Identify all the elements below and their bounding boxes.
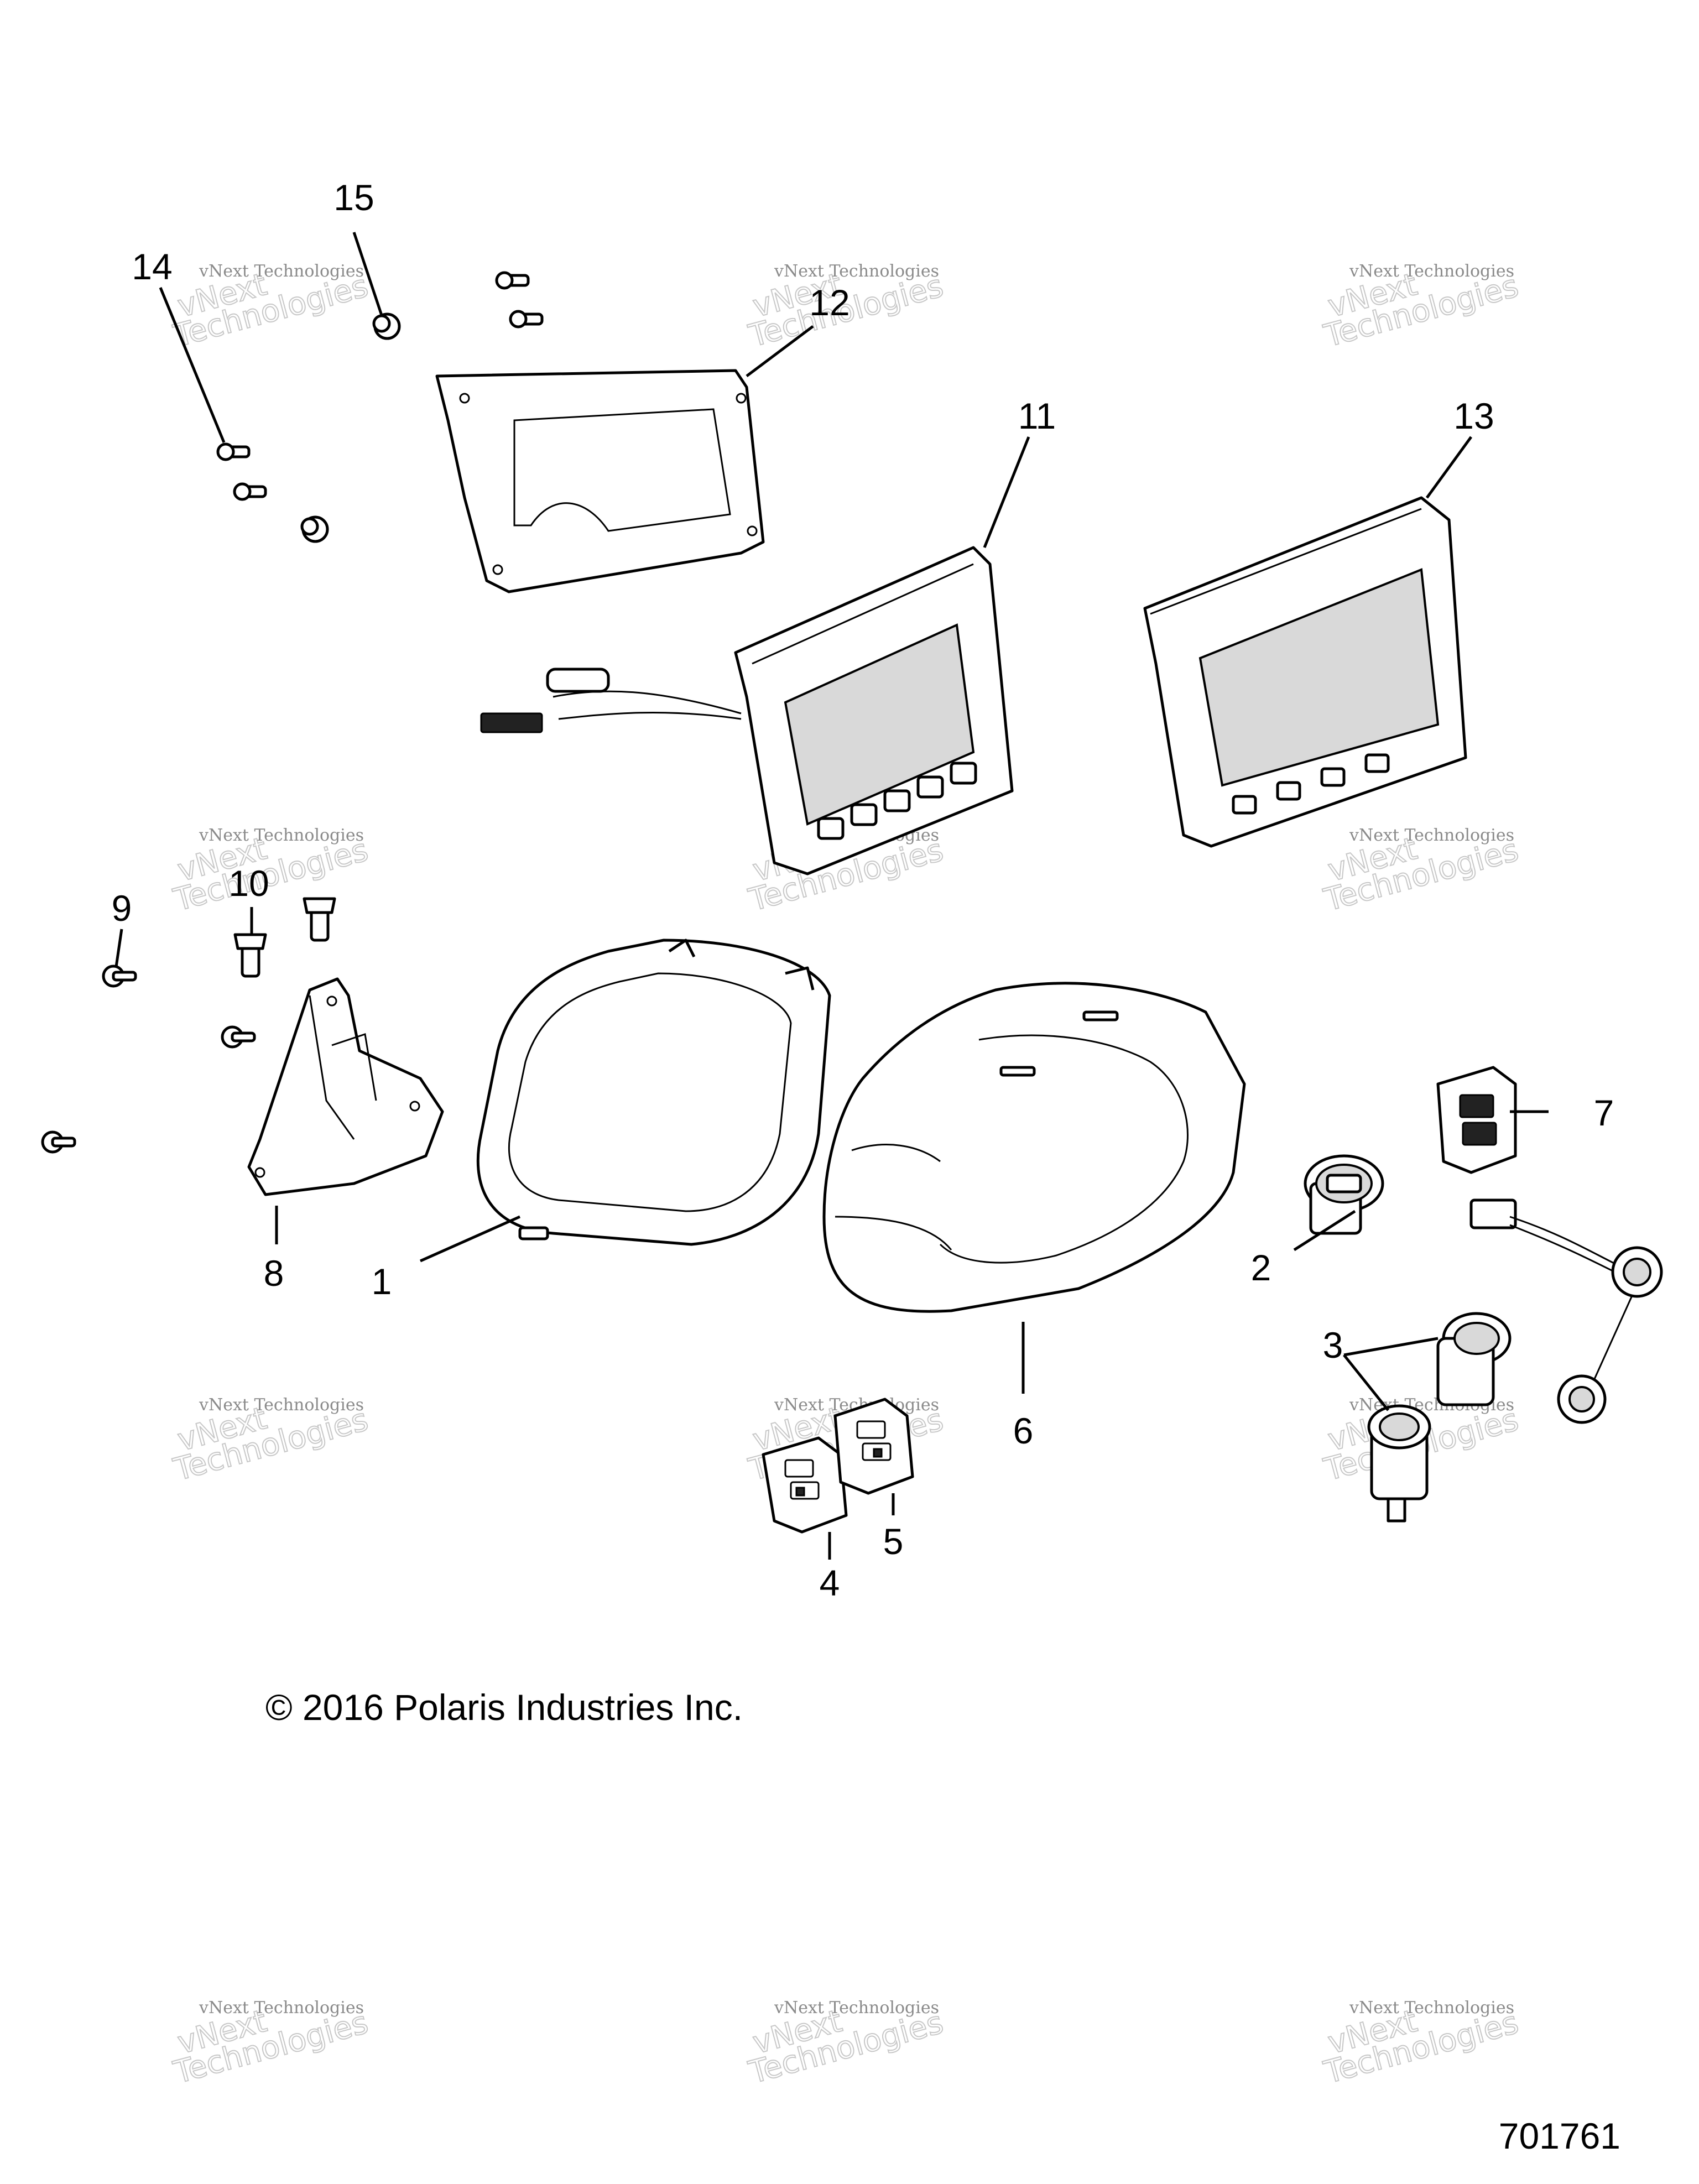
screw-9 [102, 965, 137, 988]
svg-text:Technologies: Technologies [1320, 268, 1522, 355]
callout-8: 8 [264, 1253, 284, 1294]
svg-text:vNext Technologies: vNext Technologies [1349, 826, 1514, 845]
svg-text:vNext Technologies: vNext Technologies [199, 262, 364, 281]
hood-6 [822, 982, 1246, 1313]
bolt-10b [303, 897, 336, 942]
callout-10: 10 [228, 863, 269, 904]
switch-4 [762, 1436, 848, 1534]
svg-text:Technologies: Technologies [170, 832, 372, 919]
callout-4: 4 [820, 1562, 840, 1603]
bolt-12b [509, 310, 544, 329]
bracket-8 [247, 977, 444, 1196]
document-number: 701761 [1499, 2115, 1620, 2156]
callout-9: 9 [112, 888, 132, 929]
display-11-harness [480, 668, 742, 733]
usb-cable-assembly [1469, 1198, 1663, 1424]
svg-text:Technologies: Technologies [745, 2005, 947, 2091]
svg-text:vNext Technologies: vNext Technologies [199, 1998, 364, 2018]
svg-text:Technologies: Technologies [1320, 832, 1522, 919]
switch-7 [1436, 1066, 1517, 1174]
bolt-12a [495, 271, 530, 290]
callout-14: 14 [132, 246, 172, 287]
watermark: vNext Technologies vNext Technologies [169, 262, 372, 355]
leader-11 [983, 436, 1030, 548]
callout-15: 15 [333, 177, 374, 218]
watermark: vNext Technologies vNext Technologies [1320, 1998, 1523, 2092]
watermark: vNext Technologies vNext Technologies [1320, 826, 1523, 919]
leader-3 [1343, 1337, 1439, 1411]
display-11 [480, 546, 1014, 875]
callout-2: 2 [1251, 1247, 1271, 1288]
svg-text:Technologies: Technologies [1320, 2005, 1522, 2091]
callout-7: 7 [1594, 1092, 1614, 1133]
callout-3: 3 [1323, 1325, 1343, 1365]
leader-15 [352, 232, 383, 316]
bolt-14a [216, 442, 251, 461]
nut-15b [300, 515, 329, 543]
leader-lines [114, 232, 1549, 1560]
callout-6: 6 [1013, 1410, 1034, 1451]
callouts: 1 2 3 4 5 6 7 8 9 10 11 12 13 14 15 [112, 177, 1614, 1603]
screw-10d [41, 1130, 76, 1154]
switch-5 [833, 1398, 914, 1495]
nut-15a [372, 312, 401, 340]
leader-1 [419, 1215, 521, 1263]
watermark: vNext Technologies vNext Technologies [169, 826, 372, 919]
leader-13 [1425, 436, 1473, 499]
leader-12 [746, 325, 814, 377]
svg-text:vNext Technologies: vNext Technologies [1349, 1998, 1514, 2018]
leader-14 [159, 287, 226, 443]
callout-13: 13 [1453, 395, 1494, 436]
copyright-notice: © 2016 Polaris Industries Inc. [265, 1687, 743, 1728]
watermark: vNext Technologies vNext Technologies [1320, 262, 1523, 355]
svg-text:vNext Technologies: vNext Technologies [199, 1395, 364, 1415]
ignition-switch-2 [1304, 1154, 1384, 1235]
power-outlet-3 [1367, 1312, 1512, 1523]
bracket-12 [435, 369, 765, 593]
leader-9 [114, 929, 123, 967]
watermark: vNext Technologies vNext Technologies [744, 1998, 947, 2092]
callout-1: 1 [372, 1261, 392, 1302]
display-11-buttons [817, 762, 977, 840]
svg-text:Technologies: Technologies [170, 2005, 372, 2091]
bolt-10a [233, 933, 267, 978]
display-13-buttons [1232, 753, 1390, 815]
fasteners-left [41, 897, 336, 1154]
leader-2 [1293, 1210, 1356, 1252]
svg-text:vNext Technologies: vNext Technologies [774, 262, 939, 281]
svg-text:Technologies: Technologies [170, 268, 372, 355]
callout-11: 11 [1018, 395, 1056, 436]
watermark: vNext Technologies vNext Technologies [169, 1998, 372, 2092]
display-13 [1143, 496, 1467, 848]
svg-text:vNext Technologies: vNext Technologies [774, 1998, 939, 2018]
bezel-1 [476, 939, 831, 1246]
callout-12: 12 [809, 282, 850, 323]
svg-text:Technologies: Technologies [170, 1402, 372, 1488]
svg-text:vNext Technologies: vNext Technologies [1349, 262, 1514, 281]
callout-5: 5 [883, 1521, 904, 1562]
watermark: vNext Technologies vNext Technologies [169, 1395, 372, 1489]
svg-text:vNext Technologies: vNext Technologies [199, 826, 364, 845]
screw-10c [221, 1025, 256, 1049]
bolt-14b [233, 482, 267, 501]
